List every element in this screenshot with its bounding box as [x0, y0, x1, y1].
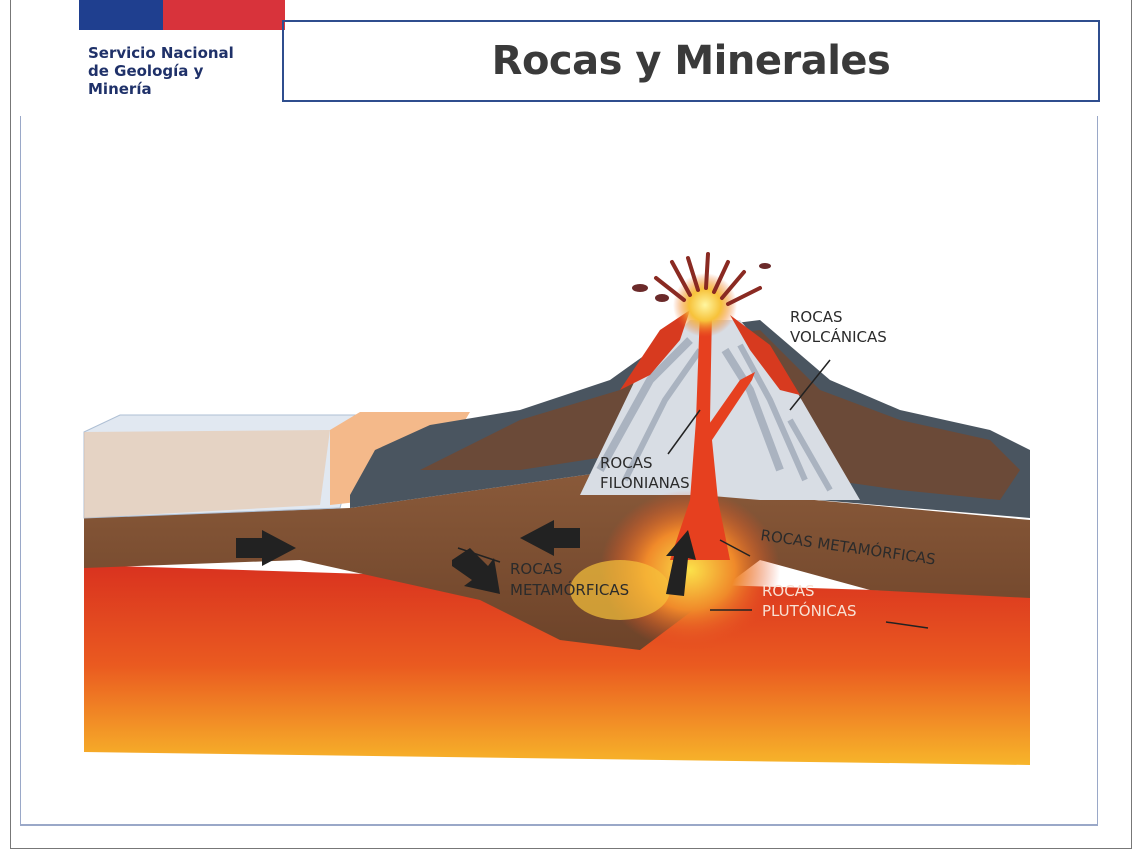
label-rocas-metamorficas-left-1: ROCAS [510, 560, 563, 578]
label-rocas-filonianas-1: ROCAS [600, 454, 653, 472]
label-rocas-filonianas-2: FILONIANAS [600, 474, 690, 492]
label-rocas-volcanicas-2: VOLCÁNICAS [790, 327, 887, 346]
label-rocas-plutonicas-1: ROCAS [762, 582, 815, 600]
label-rocas-volcanicas-1: ROCAS [790, 308, 843, 326]
label-rocas-metamorficas-left-2: METAMÓRFICAS [510, 580, 629, 599]
label-rocas-plutonicas-2: PLUTÓNICAS [762, 601, 857, 620]
ocean-sediment [84, 430, 330, 518]
slide-bottom-edge [10, 848, 1132, 849]
